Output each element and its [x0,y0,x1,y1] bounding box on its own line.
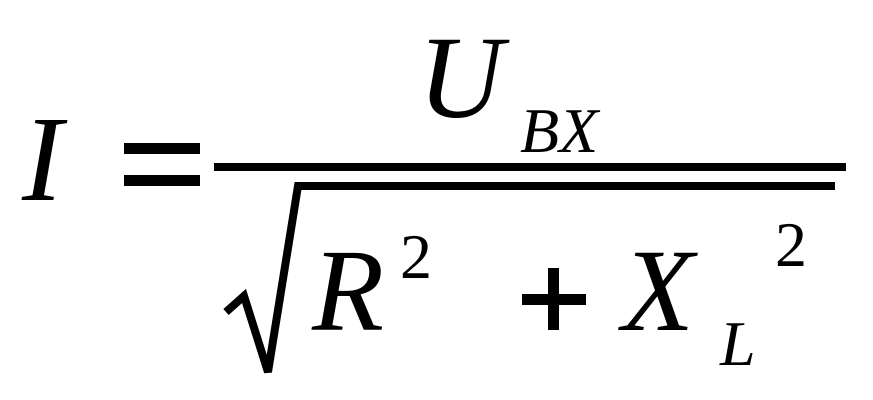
equals-sign-bottom-bar [124,175,200,186]
numerator-subscript: BX [520,95,601,166]
resistance-exponent: 2 [400,221,432,292]
reactance-exponent: 2 [775,209,807,280]
plus-sign-vertical [548,268,559,330]
reactance-subscript: L [719,308,756,379]
fraction-bar [214,163,846,171]
equals-sign-top-bar [124,143,200,154]
lhs-current-symbol: I [21,92,68,227]
resistance-symbol: R [311,225,384,356]
reactance-symbol: X [618,225,698,356]
square-root-sign [223,182,835,374]
numerator-voltage-symbol: U [418,12,510,143]
